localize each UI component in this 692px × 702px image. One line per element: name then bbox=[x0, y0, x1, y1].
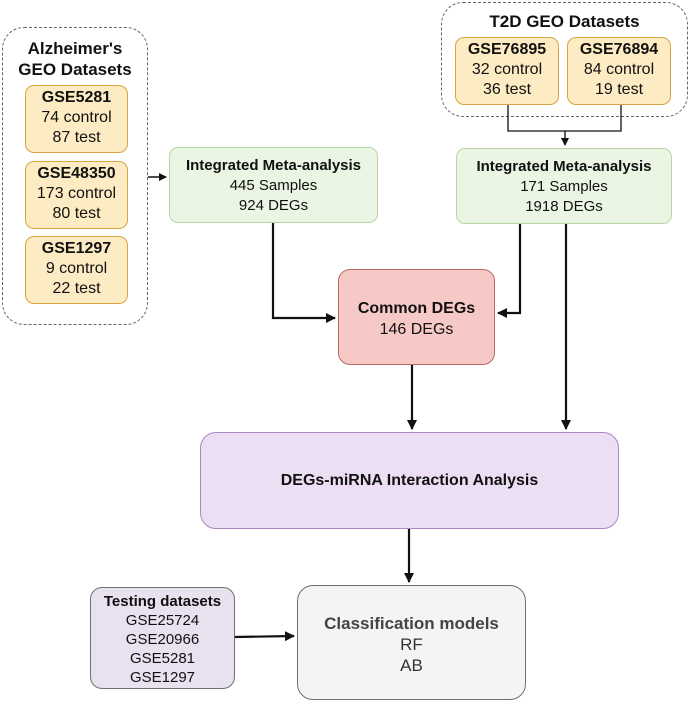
dataset-control: 84 control bbox=[583, 61, 655, 78]
common-degs-title: Common DEGs bbox=[357, 300, 476, 317]
dataset-control: 173 control bbox=[36, 185, 117, 202]
edge-meta-ad-to-common bbox=[271, 223, 336, 323]
dataset-test: 36 test bbox=[482, 81, 532, 98]
dataset-gse1297: GSE1297 9 control 22 test bbox=[25, 236, 128, 304]
alzheimers-title-line2: GEO Datasets bbox=[18, 60, 132, 79]
classification-models: Classification models RF AB bbox=[297, 585, 526, 700]
classification-title: Classification models bbox=[324, 614, 499, 633]
meta-analysis-t2d: Integrated Meta-analysis 171 Samples 191… bbox=[456, 148, 672, 224]
dataset-control: 74 control bbox=[41, 109, 112, 126]
edge-testing-to-classification bbox=[234, 631, 295, 642]
meta-analysis-title: Integrated Meta-analysis bbox=[476, 158, 652, 175]
meta-analysis-samples: 171 Samples bbox=[520, 178, 608, 195]
testing-datasets: Testing datasets GSE25724 GSE20966 GSE52… bbox=[90, 587, 235, 689]
dataset-test: 22 test bbox=[52, 280, 101, 297]
meta-analysis-title: Integrated Meta-analysis bbox=[185, 157, 362, 174]
testing-dataset-item: GSE20966 bbox=[125, 631, 200, 648]
dataset-test: 19 test bbox=[594, 81, 644, 98]
classification-model-rf: RF bbox=[400, 635, 423, 654]
dataset-control: 9 control bbox=[45, 260, 108, 277]
degs-mirna-title: DEGs-miRNA Interaction Analysis bbox=[280, 471, 539, 489]
alzheimers-title-line1: Alzheimer's bbox=[27, 39, 123, 58]
dataset-gse48350: GSE48350 173 control 80 test bbox=[25, 161, 128, 229]
meta-analysis-degs: 1918 DEGs bbox=[525, 198, 603, 215]
classification-model-ab: AB bbox=[400, 656, 423, 675]
degs-mirna-analysis: DEGs-miRNA Interaction Analysis bbox=[200, 432, 619, 529]
dataset-accession: GSE76894 bbox=[579, 41, 659, 58]
testing-datasets-title: Testing datasets bbox=[103, 593, 222, 610]
edge-meta-t2d-to-common bbox=[497, 224, 522, 318]
common-degs: Common DEGs 146 DEGs bbox=[338, 269, 495, 365]
testing-dataset-item: GSE25724 bbox=[125, 612, 200, 629]
common-degs-count: 146 DEGs bbox=[379, 321, 454, 338]
t2d-group-title: T2D GEO Datasets bbox=[489, 12, 640, 31]
dataset-accession: GSE5281 bbox=[41, 89, 112, 106]
edge-t2d-bracket bbox=[507, 105, 622, 132]
dataset-test: 80 test bbox=[52, 205, 101, 222]
dataset-gse76894: GSE76894 84 control 19 test bbox=[567, 37, 671, 105]
alzheimers-group-title: Alzheimer's GEO Datasets bbox=[3, 38, 147, 80]
testing-dataset-item: GSE5281 bbox=[129, 650, 196, 667]
dataset-gse76895: GSE76895 32 control 36 test bbox=[455, 37, 559, 105]
dataset-accession: GSE1297 bbox=[41, 240, 112, 257]
dataset-accession: GSE48350 bbox=[37, 165, 116, 182]
testing-dataset-item: GSE1297 bbox=[129, 669, 196, 686]
dataset-accession: GSE76895 bbox=[467, 41, 547, 58]
meta-analysis-alzheimers: Integrated Meta-analysis 445 Samples 924… bbox=[169, 147, 378, 223]
meta-analysis-degs: 924 DEGs bbox=[238, 197, 309, 214]
dataset-gse5281: GSE5281 74 control 87 test bbox=[25, 85, 128, 153]
dataset-test: 87 test bbox=[52, 129, 101, 146]
dataset-control: 32 control bbox=[471, 61, 543, 78]
meta-analysis-samples: 445 Samples bbox=[229, 177, 318, 194]
